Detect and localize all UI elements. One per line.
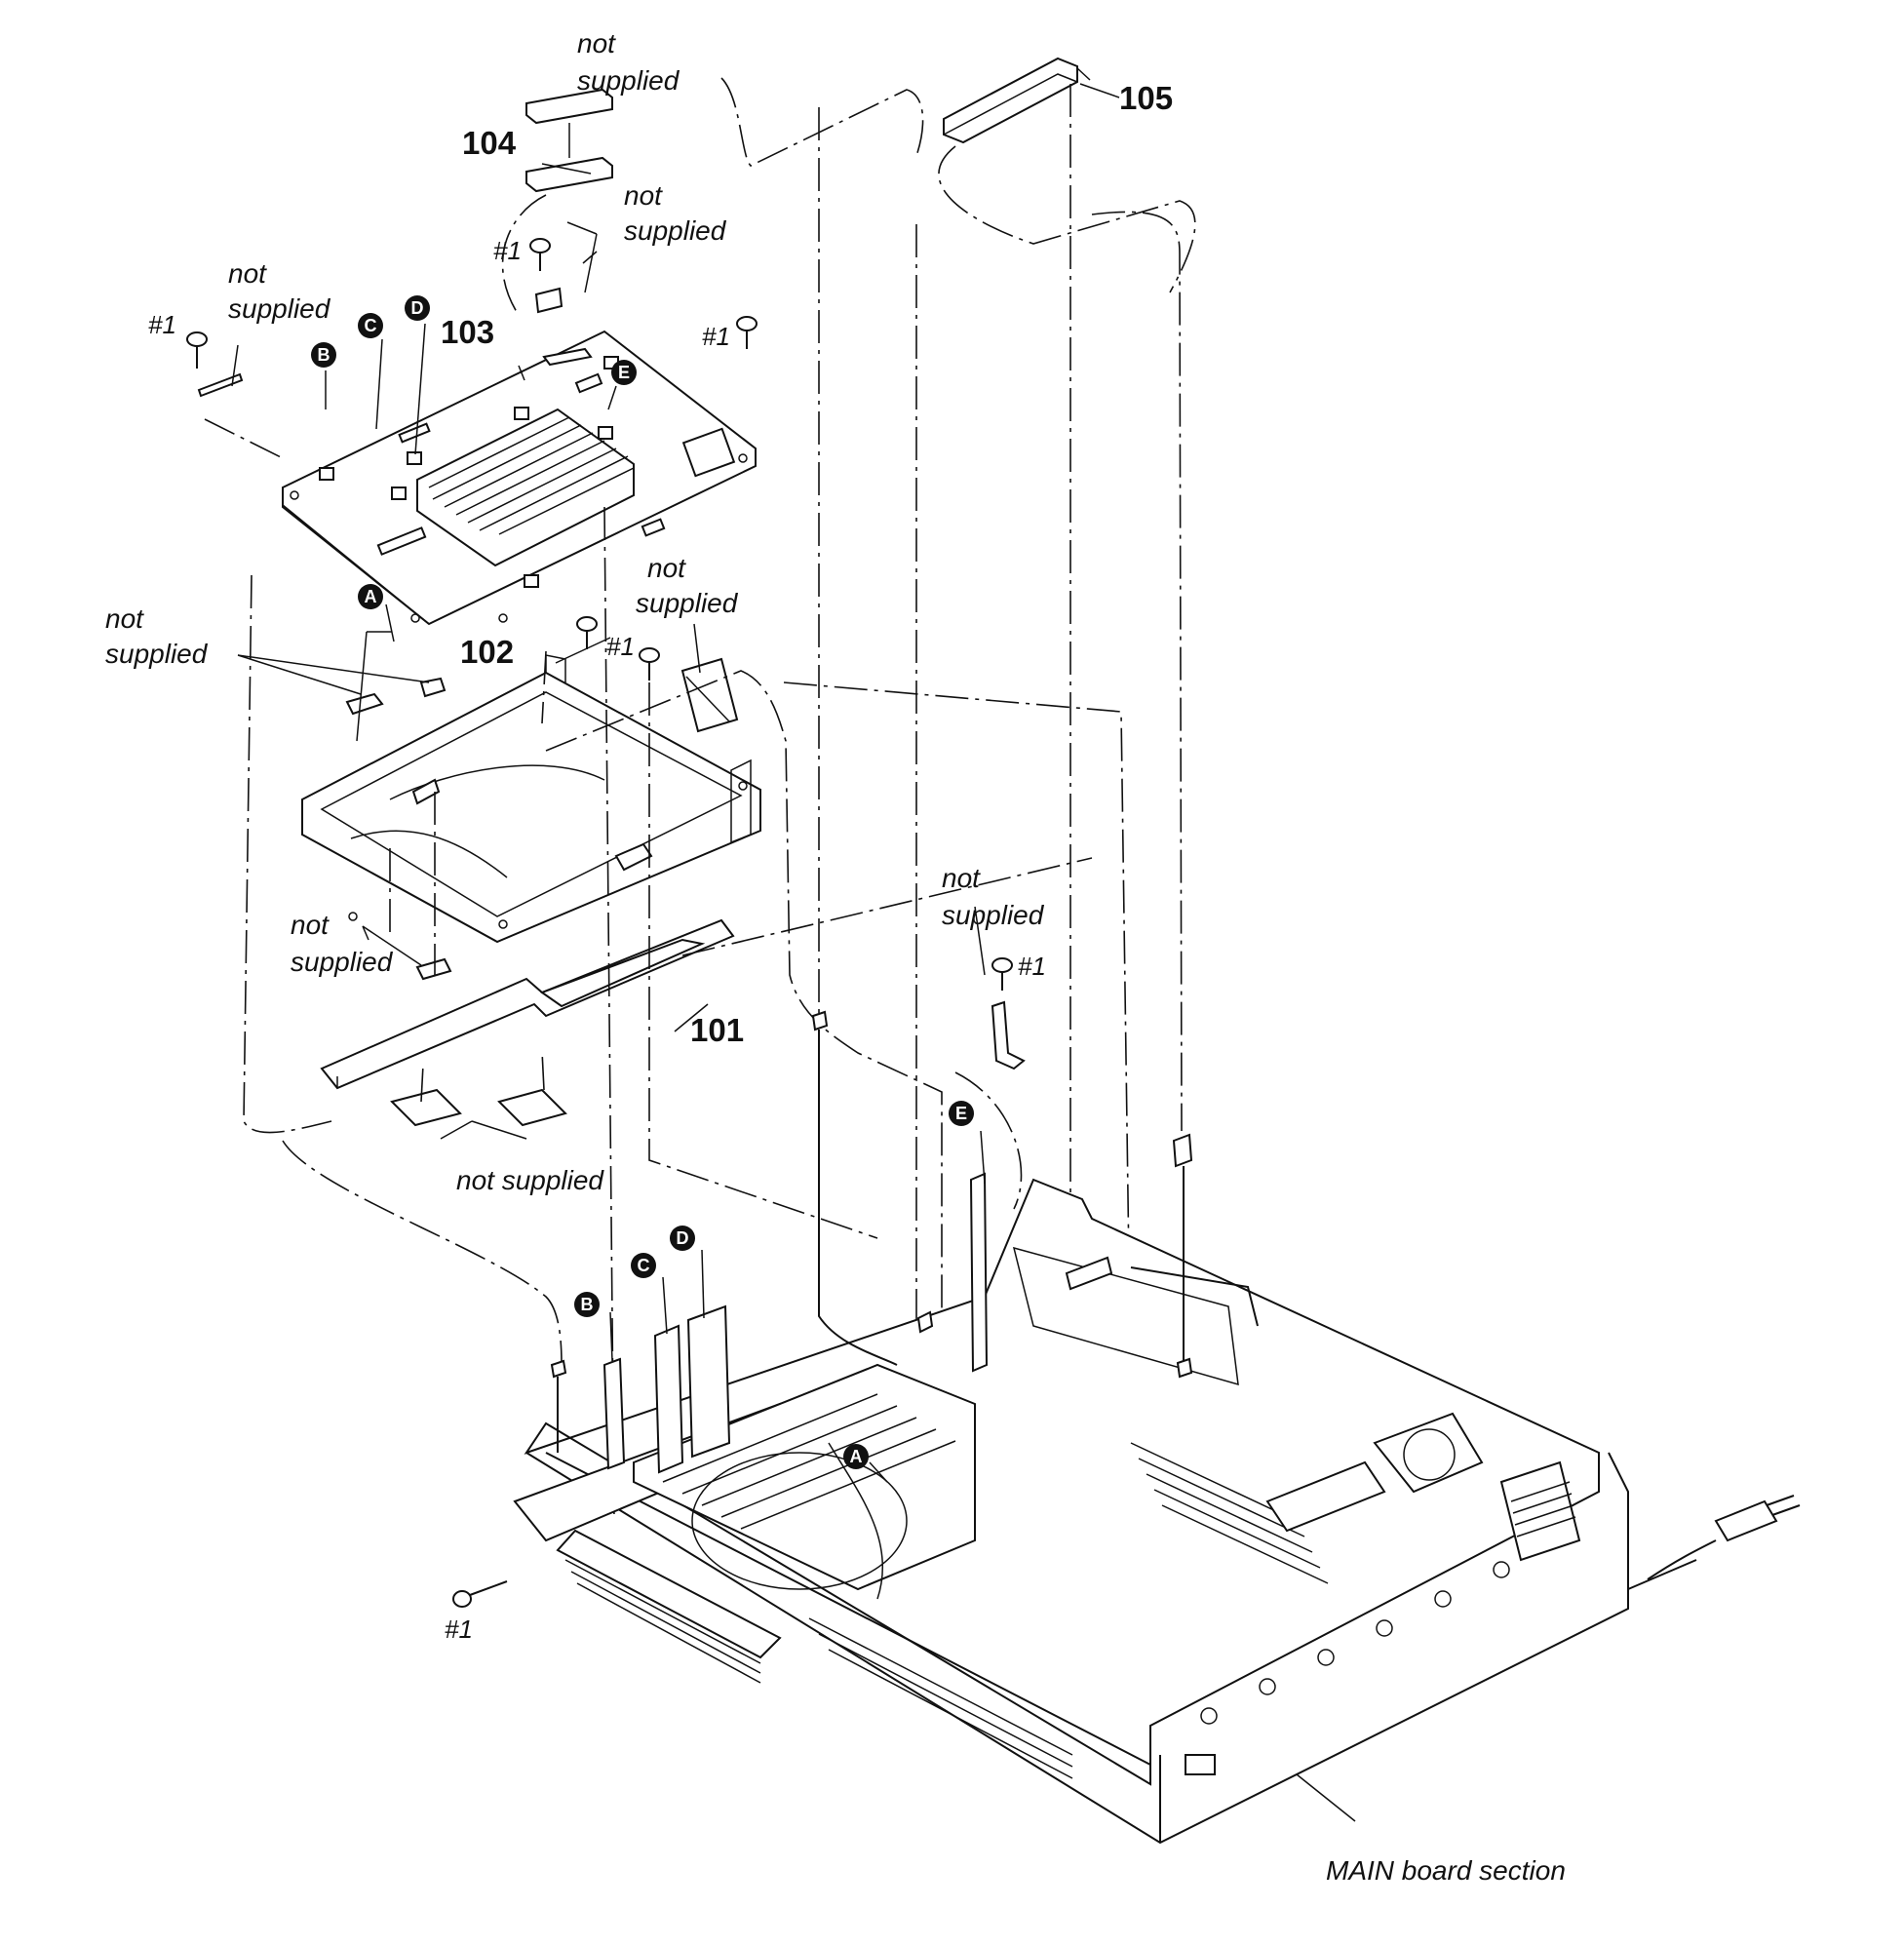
part-101-ffc	[320, 918, 735, 1090]
screw-label-topleft: #1	[148, 310, 176, 339]
svg-text:D: D	[411, 298, 424, 318]
screw-label-bracket: #1	[1018, 952, 1046, 981]
svg-text:D: D	[677, 1228, 689, 1248]
svg-text:E: E	[618, 363, 630, 382]
label-104: 104	[462, 125, 517, 161]
callout-a-bottom: A	[843, 1444, 888, 1483]
callout-a-top: A	[358, 584, 395, 642]
assembly-guide-lines	[204, 107, 1183, 1522]
screw-top-center	[529, 238, 551, 271]
svg-text:not: not	[942, 863, 981, 893]
screw-label-center: #1	[606, 632, 635, 661]
svg-text:not: not	[291, 910, 330, 940]
screws	[186, 238, 1026, 1608]
svg-text:supplied: supplied	[624, 215, 727, 246]
svg-text:supplied: supplied	[228, 293, 331, 324]
svg-text:supplied: supplied	[577, 65, 680, 96]
svg-text:C: C	[638, 1256, 650, 1275]
svg-text:C: C	[365, 316, 377, 335]
svg-text:not: not	[105, 603, 144, 634]
svg-text:supplied: supplied	[636, 588, 739, 618]
screw-label-right: #1	[702, 322, 730, 351]
part-104-flat-cable	[501, 77, 924, 313]
label-102: 102	[460, 634, 514, 670]
part-102-bracket	[301, 654, 761, 944]
leader-lines	[231, 83, 1356, 1822]
ns-label-left-upper: not supplied	[228, 258, 331, 324]
not-supplied-labels: not supplied not supplied not supplied n…	[105, 28, 1045, 1195]
screw-label-bottom: #1	[445, 1615, 473, 1644]
connector-callouts: A B C D E E B	[311, 295, 986, 1483]
screw-right	[736, 316, 758, 349]
svg-text:A: A	[850, 1447, 863, 1466]
callout-d-bottom: D	[670, 1226, 705, 1319]
screw-bottom-left	[452, 1580, 508, 1608]
svg-text:not: not	[624, 180, 663, 211]
ns-label-lower-left: not supplied	[291, 910, 394, 977]
svg-text:B: B	[581, 1295, 594, 1314]
ns-label-bottom: not supplied	[456, 1165, 604, 1195]
heatsink	[416, 408, 635, 567]
screw-102	[576, 616, 598, 649]
callout-e-bottom: E	[949, 1101, 986, 1185]
svg-text:A: A	[365, 587, 377, 606]
ns-label-right: not supplied	[942, 863, 1045, 930]
callout-d-top: D	[405, 295, 430, 455]
screw-center	[639, 647, 660, 681]
ns-label-top: not supplied	[577, 28, 680, 96]
svg-text:not: not	[228, 258, 267, 289]
callout-e-top: E	[607, 360, 637, 410]
svg-text:supplied: supplied	[942, 900, 1045, 930]
part-103-pcb	[282, 330, 757, 626]
callout-b-bottom: B	[574, 1292, 613, 1362]
part-105-ribbon	[938, 57, 1196, 1258]
svg-text:not: not	[577, 28, 616, 58]
screw-label-top: #1	[493, 236, 522, 265]
screw-topleft	[186, 331, 244, 398]
callout-b-top: B	[311, 342, 336, 409]
main-chassis	[513, 1010, 1801, 1845]
svg-text:not: not	[647, 553, 686, 583]
label-101: 101	[690, 1012, 744, 1048]
callout-c-bottom: C	[631, 1253, 668, 1335]
ns-label-left: not supplied	[105, 603, 209, 669]
ns-label-middle: not supplied	[636, 553, 739, 618]
svg-text:E: E	[955, 1104, 967, 1123]
callout-c-top: C	[358, 313, 383, 430]
ns-label-top-right: not supplied	[624, 180, 727, 246]
screw-labels: #1 #1 #1 #1 #1 #1	[148, 236, 1046, 1644]
svg-text:supplied: supplied	[291, 947, 394, 977]
screw-bracket-right	[991, 957, 1026, 1070]
label-105: 105	[1119, 80, 1173, 116]
svg-text:supplied: supplied	[105, 639, 209, 669]
section-caption: MAIN board section	[1326, 1855, 1566, 1886]
svg-text:B: B	[318, 345, 330, 365]
part-number-labels: 105 104 103 102 101	[441, 80, 1173, 1048]
label-103: 103	[441, 314, 494, 350]
